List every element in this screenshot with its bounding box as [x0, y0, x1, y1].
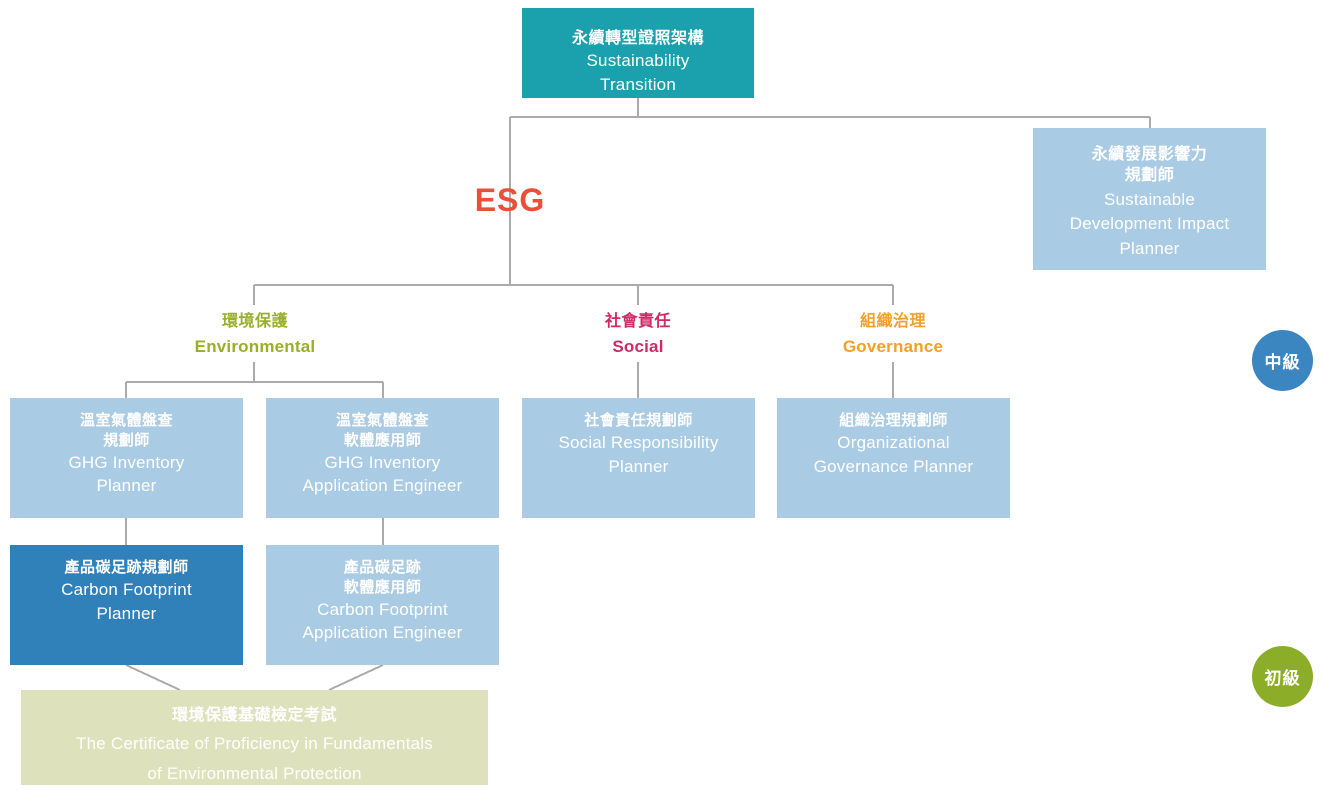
node-ghg-planner-en-line2: Planner	[96, 476, 157, 496]
node-ghg-engineer-en-line1: GHG Inventory	[324, 452, 441, 472]
node-foundation-en-line2: of Environmental Protection	[147, 763, 362, 783]
node-cfp-planner-en-line1: Carbon Footprint	[61, 579, 192, 599]
pillar-social-en: Social	[612, 337, 664, 356]
node-ghg-engineer-zh-line2: 軟體應用師	[343, 431, 422, 449]
node-ghg-engineer-zh-line1: 溫室氣體盤查	[335, 412, 429, 429]
pillar-social-zh: 社會責任	[604, 313, 671, 330]
connector-cfp-planner-to-foundation	[125, 664, 181, 691]
badge-level-intermediate: 中級	[1252, 330, 1313, 391]
node-carbon-footprint-application-engineer[interactable]: 產品碳足跡 軟體應用師 Carbon Footprint Application…	[266, 545, 499, 665]
node-environmental-protection-foundation-exam[interactable]: 環境保護基礎檢定考試 The Certificate of Proficienc…	[21, 690, 488, 785]
node-sdip-en-line2: Development Impact	[1069, 214, 1230, 234]
badge-intermediate-label: 中級	[1264, 353, 1301, 372]
node-sdip-en-line3: Planner	[1119, 238, 1180, 258]
esg-label: ESG	[474, 182, 546, 218]
pillar-governance-zh: 組織治理	[859, 313, 926, 330]
node-root-title-zh: 永續轉型證照架構	[571, 30, 704, 47]
node-foundation-zh-line1: 環境保護基礎檢定考試	[171, 707, 337, 724]
pillar-heading-governance: 組織治理 Governance	[763, 310, 1023, 360]
node-sdip-zh-line1: 永續發展影響力	[1091, 146, 1208, 163]
node-cfp-planner-en-line2: Planner	[96, 603, 157, 623]
pillar-environmental-en: Environmental	[194, 337, 316, 356]
node-cfp-engineer-en-line1: Carbon Footprint	[317, 599, 448, 619]
node-ghg-planner-zh-line2: 規劃師	[103, 431, 150, 449]
node-cfp-engineer-en-line2: Application Engineer	[302, 623, 463, 643]
connector-cfp-engineer-to-foundation	[328, 664, 384, 691]
node-ghg-engineer-en-line2: Application Engineer	[302, 476, 463, 496]
node-social-planner-zh-line1: 社會責任規劃師	[584, 412, 693, 429]
node-ghg-planner-zh-line1: 溫室氣體盤查	[79, 412, 173, 429]
badge-beginner-label: 初級	[1264, 669, 1301, 688]
node-ghg-inventory-planner[interactable]: 溫室氣體盤查 規劃師 GHG Inventory Planner	[10, 398, 243, 518]
pillar-heading-environmental: 環境保護 Environmental	[125, 310, 385, 360]
node-ghg-planner-en-line1: GHG Inventory	[68, 452, 185, 472]
node-social-planner-en-line1: Social Responsibility	[558, 432, 719, 452]
pillar-heading-social: 社會責任 Social	[508, 310, 768, 360]
pillar-environmental-zh: 環境保護	[221, 313, 288, 330]
node-root-title-en-line2: Transition	[599, 74, 676, 94]
node-root-title-en-line1: Sustainability	[586, 51, 690, 71]
node-cfp-engineer-zh-line2: 軟體應用師	[343, 578, 422, 596]
node-sdip-zh-line2: 規劃師	[1124, 167, 1175, 185]
node-gov-planner-zh-line1: 組織治理規劃師	[839, 412, 948, 429]
node-social-planner-en-line2: Planner	[608, 456, 669, 476]
node-gov-planner-en-line1: Organizational	[837, 432, 950, 452]
node-ghg-inventory-application-engineer[interactable]: 溫室氣體盤查 軟體應用師 GHG Inventory Application E…	[266, 398, 499, 518]
badge-level-beginner: 初級	[1252, 646, 1313, 707]
node-foundation-en-line1: The Certificate of Proficiency in Fundam…	[76, 734, 433, 754]
pillar-governance-en: Governance	[842, 337, 944, 356]
node-sdip-en-line1: Sustainable	[1103, 189, 1196, 209]
node-cfp-planner-zh-line1: 產品碳足跡規劃師	[64, 559, 189, 576]
node-organizational-governance-planner[interactable]: 組織治理規劃師 Organizational Governance Planne…	[777, 398, 1010, 518]
node-carbon-footprint-planner[interactable]: 產品碳足跡規劃師 Carbon Footprint Planner	[10, 545, 243, 665]
node-sustainable-development-impact-planner[interactable]: 永續發展影響力 規劃師 Sustainable Development Impa…	[1033, 128, 1266, 270]
node-gov-planner-en-line2: Governance Planner	[813, 456, 974, 476]
node-cfp-engineer-zh-line1: 產品碳足跡	[343, 559, 422, 576]
node-root-sustainability-transition[interactable]: 永續轉型證照架構 Sustainability Transition	[522, 8, 754, 98]
node-social-responsibility-planner[interactable]: 社會責任規劃師 Social Responsibility Planner	[522, 398, 755, 518]
